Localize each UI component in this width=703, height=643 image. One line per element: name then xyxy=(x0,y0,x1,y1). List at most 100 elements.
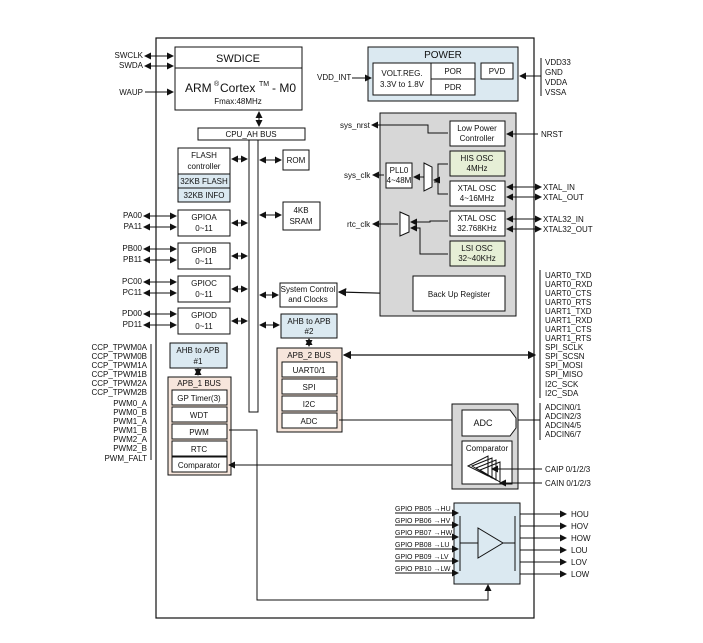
pc-pin-1: PC00 xyxy=(122,277,143,286)
driver-outputs: HOU HOV HOW LOU LOV LOW xyxy=(571,510,591,579)
xtal32-osc-label-1: XTAL OSC xyxy=(458,214,497,223)
driver-input: GPIO PB09 →LV xyxy=(395,554,449,561)
xtal32-osc-label-2: 32.768KHz xyxy=(457,224,497,233)
comparator-label: Comparator xyxy=(466,444,509,453)
driver-output: LOU xyxy=(571,546,588,555)
spi-pins: SPI_SCLK SPI_SCSN SPI_MOSI SPI_MISO xyxy=(545,343,585,379)
uart0-pins: UART0_TXD UART0_RXD UART0_CTS UART0_RTS xyxy=(545,271,593,307)
sys-nrst-label: sys_nrst xyxy=(340,121,371,130)
lsi-osc-label-1: LSI OSC xyxy=(461,244,493,253)
xtal-osc-label-1: XTAL OSC xyxy=(458,184,497,193)
ccp-pin: CCP_TPWM0A xyxy=(91,343,147,352)
adcin-pin: ADCIN2/3 xyxy=(545,412,582,421)
cortex-label: Cortex xyxy=(220,81,255,95)
driver-input: GPIO PB08 →LU xyxy=(395,542,449,549)
waup-pin: WAUP xyxy=(119,88,143,97)
power-title: POWER xyxy=(424,50,462,61)
apb1-gptimer: GP Timer(3) xyxy=(177,394,221,403)
low-power-controller xyxy=(449,120,506,147)
apb1-comparator: Comparator xyxy=(178,461,221,470)
ahb-apb2-label-1: AHB to APB xyxy=(287,317,330,326)
sys-ctrl-label-2: and Clocks xyxy=(288,295,328,304)
pwm-pin: PWM0_A xyxy=(113,399,147,408)
sram-label-1: 4KB xyxy=(293,206,308,215)
sysclk-mux xyxy=(423,162,433,192)
uart-pin: UART1_CTS xyxy=(545,325,592,334)
ccp-pins: CCP_TPWM0A CCP_TPWM0B CCP_TPWM1A CCP_TPW… xyxy=(91,343,147,397)
apb2-spi: SPI xyxy=(303,383,316,392)
apb2-title: APB_2 BUS xyxy=(287,351,331,360)
apb1-bus-block: APB_1 BUS GP Timer(3) WDT PWM RTC Compar… xyxy=(167,376,232,476)
adcin-pin: ADCIN4/5 xyxy=(545,421,582,430)
pll0-block xyxy=(385,162,413,189)
pwm-pins: PWM0_A PWM0_B PWM1_A PWM1_B PWM2_A PWM2_… xyxy=(104,399,147,463)
pdr-label: PDR xyxy=(445,83,462,92)
flash-ctrl-label-1: FLASH xyxy=(191,151,217,160)
uart-pin: UART0_RXD xyxy=(545,280,593,289)
adcin-pin: ADCIN6/7 xyxy=(545,430,582,439)
adcin-pins: ADCIN0/1 ADCIN2/3 ADCIN4/5 ADCIN6/7 xyxy=(545,403,582,439)
driver-output: LOW xyxy=(571,570,590,579)
system-control-block xyxy=(279,282,338,308)
pd-pin-1: PD00 xyxy=(122,309,143,318)
power-pin: VSSA xyxy=(545,88,567,97)
xtal-osc-label-2: 4~16MHz xyxy=(460,194,494,203)
pll0-label-2: 4~48M xyxy=(387,176,412,185)
pd-pin-2: PD11 xyxy=(123,320,143,329)
driver-inputs: GPIO PB05 →HU GPIO PB06 →HV GPIO PB07 →H… xyxy=(395,506,453,573)
driver-output: HOV xyxy=(571,522,589,531)
lsi-osc xyxy=(449,240,506,267)
pwm-pin: PWM1_B xyxy=(113,426,147,435)
power-block: POWER VOLT.REG. 3.3V to 1.8V POR PDR PVD xyxy=(367,46,519,102)
swda-pin: SWDA xyxy=(119,61,144,70)
driver-input: GPIO PB07 →HW xyxy=(395,530,453,537)
cpu-core-block: SWDICE ARM ® Cortex TM - M0 Fmax:48MHz xyxy=(174,46,303,111)
comparator-block xyxy=(461,440,513,485)
apb1-title: APB_1 BUS xyxy=(177,379,221,388)
rom-label: ROM xyxy=(287,156,306,165)
adc-label: ADC xyxy=(473,418,493,428)
adcin-pin: ADCIN0/1 xyxy=(545,403,582,412)
power-pin: GND xyxy=(545,68,563,77)
gpioa-block xyxy=(177,209,231,237)
ahb-apb2-label-2: #2 xyxy=(305,327,314,336)
gpiod-block xyxy=(177,307,231,335)
fmax-label: Fmax:48MHz xyxy=(214,97,262,106)
por-label: POR xyxy=(444,67,462,76)
driver-input: GPIO PB06 →HV xyxy=(395,518,451,525)
uart-pin: UART0_CTS xyxy=(545,289,592,298)
cpu-bus-label: CPU_AH BUS xyxy=(225,130,276,139)
ahb-apb1-label-1: AHB to APB xyxy=(176,346,219,355)
ccp-pin: CCP_TPWM2A xyxy=(91,379,147,388)
sram-block xyxy=(282,201,321,231)
apb1-rtc: RTC xyxy=(191,445,208,454)
apb2-bus-block: APB_2 BUS UART0/1 SPI I2C ADC xyxy=(276,347,343,433)
driver-output: HOU xyxy=(571,510,589,519)
uart-pin: UART1_RXD xyxy=(545,316,593,325)
gpioa-label: GPIOA xyxy=(191,213,217,222)
sys-clk-label: sys_clk xyxy=(344,171,371,180)
driver-input: GPIO PB05 →HU xyxy=(395,506,451,513)
apb2-uart: UART0/1 xyxy=(293,366,326,375)
apb2-adc: ADC xyxy=(301,417,318,426)
rom-block xyxy=(282,149,310,171)
gpioc-label: GPIOC xyxy=(191,279,217,288)
xtal-in-pin: XTAL_IN xyxy=(543,183,575,192)
volt-reg-label: VOLT.REG. xyxy=(381,69,422,78)
uart-pin: UART1_RTS xyxy=(545,334,591,343)
vdd-int-label: VDD_INT xyxy=(317,73,351,82)
spi-pin: SPI_SCSN xyxy=(545,352,585,361)
driver-input: GPIO PB10 →LW xyxy=(395,566,451,573)
xtal-osc xyxy=(449,180,506,207)
gpiod-label: GPIOD xyxy=(191,311,217,320)
pwm-pin: PWM1_A xyxy=(113,417,147,426)
apb1-wdt: WDT xyxy=(190,411,208,420)
ahb-apb1-label-2: #1 xyxy=(194,357,203,366)
swclk-pin: SWCLK xyxy=(115,51,144,60)
power-pin: VDD33 xyxy=(545,58,571,67)
ahb-apb1-bridge xyxy=(169,342,228,369)
gpioc-block xyxy=(177,275,231,303)
cain-label: CAIN 0/1/2/3 xyxy=(545,479,591,488)
backup-register xyxy=(412,275,506,312)
apb1-pwm: PWM xyxy=(189,428,209,437)
